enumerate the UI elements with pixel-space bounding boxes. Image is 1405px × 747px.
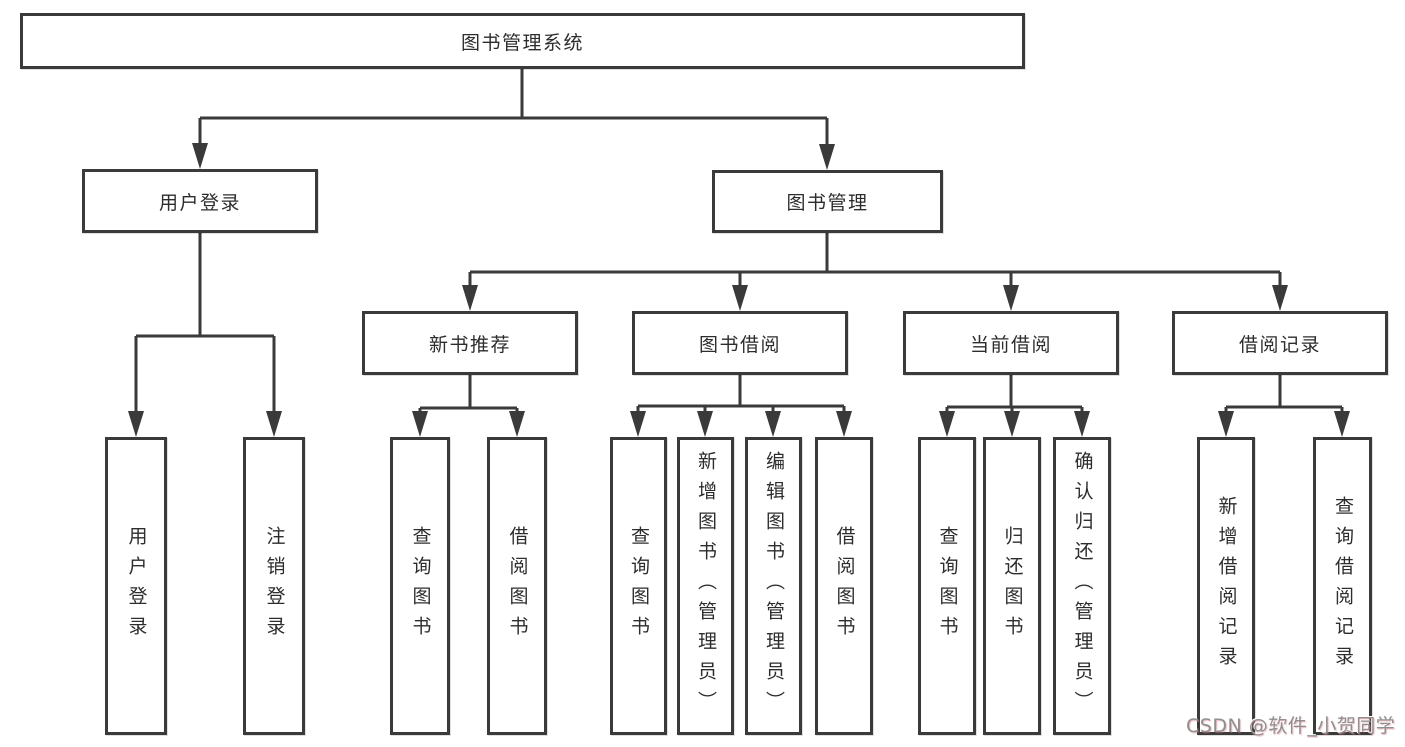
leaf-current-query-books: 查询图书: [918, 437, 976, 735]
node-book-management: 图书管理: [712, 170, 943, 233]
node-user-login: 用户登录: [82, 169, 318, 233]
leaf-borrowing-add-books-admin: 新增图书（管理员）: [677, 437, 734, 735]
node-borrowing-records: 借阅记录: [1172, 311, 1388, 375]
node-book-borrowing: 图书借阅: [632, 311, 848, 375]
leaf-newrec-query-books: 查询图书: [390, 437, 450, 735]
leaf-records-query-borrow-record: 查询借阅记录: [1313, 437, 1372, 735]
leaf-borrowing-borrow-books: 借阅图书: [815, 437, 873, 735]
node-library-management-system: 图书管理系统: [20, 13, 1025, 69]
leaf-logout: 注销登录: [243, 437, 305, 735]
leaf-current-confirm-return-admin: 确认归还（管理员）: [1053, 437, 1111, 735]
leaf-newrec-borrow-books: 借阅图书: [487, 437, 547, 735]
node-current-borrowing: 当前借阅: [903, 311, 1119, 375]
leaf-borrowing-query-books: 查询图书: [610, 437, 667, 735]
leaf-current-return-books: 归还图书: [983, 437, 1041, 735]
leaf-user-login: 用户登录: [105, 437, 167, 735]
leaf-borrowing-edit-books-admin: 编辑图书（管理员）: [745, 437, 802, 735]
leaf-records-add-borrow-record: 新增借阅记录: [1197, 437, 1255, 735]
csdn-watermark: CSDN @软件_小贺同学: [1186, 715, 1396, 737]
node-new-book-recommendation: 新书推荐: [362, 311, 578, 375]
